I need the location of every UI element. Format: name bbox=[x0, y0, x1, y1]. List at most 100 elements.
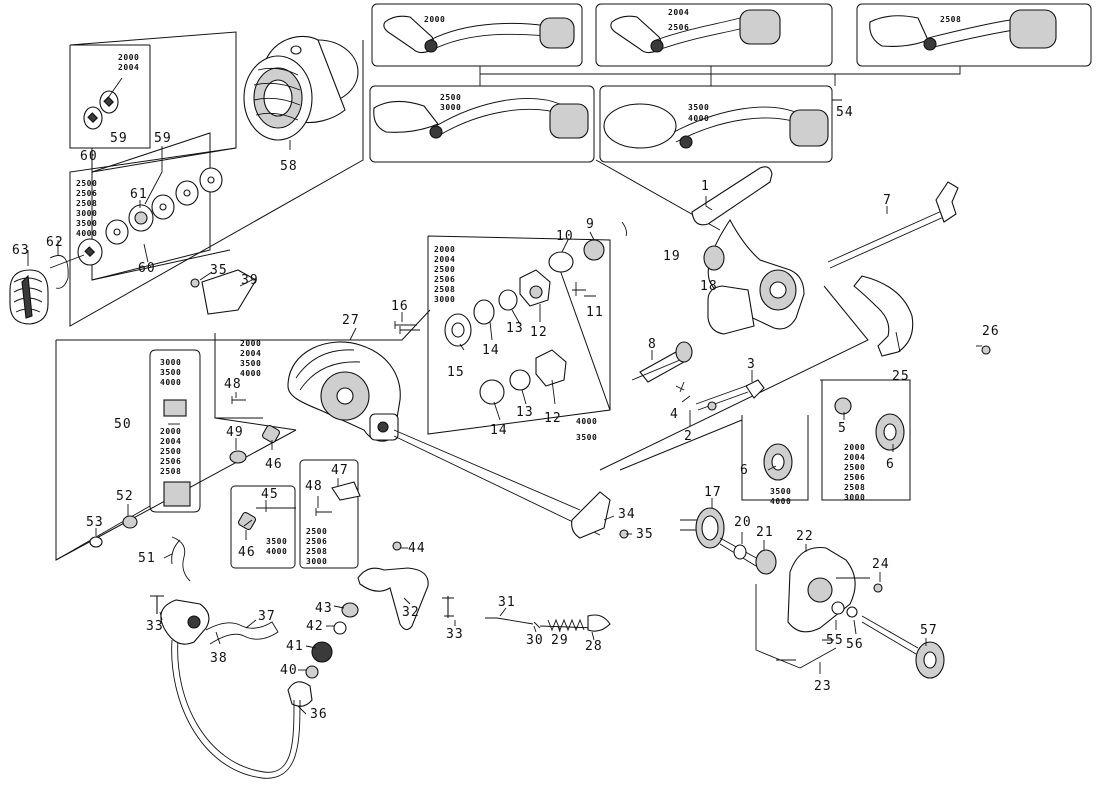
callout-16: 16 bbox=[391, 299, 409, 314]
callout-54: 54 bbox=[836, 105, 854, 120]
rotor-area bbox=[55, 269, 629, 779]
callout-14a: 14 bbox=[482, 343, 500, 358]
handle-2508-drawing bbox=[869, 9, 1057, 51]
note-rotor-upper-5: 3000 bbox=[434, 295, 455, 304]
callout-3: 3 bbox=[747, 357, 756, 372]
callout-47: 47 bbox=[331, 463, 349, 478]
leader-23 bbox=[755, 577, 870, 669]
note-handle-4000: 4000 bbox=[688, 114, 709, 123]
spring-51 bbox=[171, 536, 191, 582]
callout-28: 28 bbox=[585, 639, 603, 654]
callout-48a: 48 bbox=[224, 377, 242, 392]
bearing-9 bbox=[583, 239, 605, 261]
callout-24: 24 bbox=[872, 557, 890, 572]
part-47 bbox=[331, 481, 361, 501]
callout-38: 38 bbox=[210, 651, 228, 666]
callout-33a: 33 bbox=[146, 619, 164, 634]
note-nut45-0: 3500 bbox=[266, 537, 287, 546]
screw-35-top bbox=[190, 278, 200, 288]
callout-4: 4 bbox=[670, 407, 679, 422]
part-2 bbox=[707, 401, 717, 411]
callout-56: 56 bbox=[846, 637, 864, 652]
note-handle-2004: 2004 bbox=[668, 8, 689, 17]
part-37 bbox=[205, 621, 279, 645]
note-rotor-lower-0: 4000 bbox=[576, 417, 597, 426]
note-gear6-lower-5: 3000 bbox=[844, 493, 865, 502]
rotor-nut-set bbox=[399, 235, 611, 435]
callout-55: 55 bbox=[826, 633, 844, 648]
screw-44 bbox=[392, 541, 402, 551]
note-gear6-lower-1: 2004 bbox=[844, 453, 865, 462]
note-washer-large-5: 4000 bbox=[76, 229, 97, 238]
bearing-21 bbox=[755, 549, 777, 575]
callout-30: 30 bbox=[526, 633, 544, 648]
washer-49 bbox=[229, 450, 247, 464]
note-handle-2506: 2506 bbox=[668, 23, 689, 32]
spool-cap-63 bbox=[9, 269, 49, 325]
washer-20 bbox=[733, 544, 747, 560]
callout-35a: 35 bbox=[210, 263, 228, 278]
note-bail48-0: 2000 bbox=[240, 339, 261, 348]
note-bail50-top-2: 4000 bbox=[160, 378, 181, 387]
callout-58: 58 bbox=[280, 159, 298, 174]
callout-50: 50 bbox=[114, 417, 132, 432]
callout-42: 42 bbox=[306, 619, 324, 634]
part-25 bbox=[853, 275, 914, 357]
note-washer-small-1: 2004 bbox=[118, 63, 139, 72]
callout-8: 8 bbox=[648, 337, 657, 352]
callout-52: 52 bbox=[116, 489, 134, 504]
callout-2: 2 bbox=[684, 429, 693, 444]
handle-2004-drawing bbox=[610, 9, 781, 54]
note-gear6-upper-0: 3500 bbox=[770, 487, 791, 496]
callout-43: 43 bbox=[315, 601, 333, 616]
callout-numbers: 1 2 3 4 5 6 6 7 8 9 10 11 12 12 13 13 14… bbox=[12, 105, 999, 722]
callout-36: 36 bbox=[310, 707, 328, 722]
clip-62 bbox=[49, 255, 69, 289]
note-rotor-upper-1: 2004 bbox=[434, 255, 455, 264]
callout-29: 29 bbox=[551, 633, 569, 648]
note-bail50-bottom-4: 2508 bbox=[160, 467, 181, 476]
callout-33b: 33 bbox=[446, 627, 464, 642]
handle-options-group: 2000 2004 2506 2508 2500 3000 3500 4000 bbox=[369, 3, 1092, 163]
spool-area bbox=[9, 31, 364, 327]
note-bail50-bottom-0: 2000 bbox=[160, 427, 181, 436]
callout-37: 37 bbox=[258, 609, 276, 624]
callout-39: 39 bbox=[241, 273, 259, 288]
callout-62: 62 bbox=[46, 235, 64, 250]
washer-52 bbox=[122, 515, 138, 529]
callout-35b: 35 bbox=[636, 527, 654, 542]
bail-50-upper bbox=[163, 399, 187, 417]
callout-46a: 46 bbox=[265, 457, 283, 472]
note-gear6-lower-3: 2506 bbox=[844, 473, 865, 482]
note-handle-2508: 2508 bbox=[940, 15, 961, 24]
callout-40: 40 bbox=[280, 663, 298, 678]
part-47-box bbox=[299, 459, 359, 569]
callout-1: 1 bbox=[701, 179, 710, 194]
callout-51: 51 bbox=[138, 551, 156, 566]
note-handle-3500: 3500 bbox=[688, 103, 709, 112]
spring-29 bbox=[547, 618, 585, 632]
note-part47-2: 2508 bbox=[306, 547, 327, 556]
note-rotor-upper-4: 2508 bbox=[434, 285, 455, 294]
note-bail50-top-0: 3000 bbox=[160, 358, 181, 367]
callout-25: 25 bbox=[892, 369, 910, 384]
bearing-5 bbox=[834, 397, 852, 415]
callout-48b: 48 bbox=[305, 479, 323, 494]
part-40 bbox=[305, 665, 319, 679]
screw-24 bbox=[873, 583, 883, 593]
callout-23: 23 bbox=[814, 679, 832, 694]
part-39 bbox=[201, 269, 257, 315]
bail-50-box bbox=[149, 349, 201, 513]
leader-lines bbox=[27, 77, 982, 715]
callout-59b: 59 bbox=[154, 131, 172, 146]
bail-wire-36 bbox=[171, 639, 301, 779]
screw-33-right bbox=[442, 596, 454, 618]
part-34 bbox=[571, 491, 611, 539]
note-washer-large-2: 2508 bbox=[76, 199, 97, 208]
rotor-27-drawing bbox=[287, 341, 401, 442]
callout-27: 27 bbox=[342, 313, 360, 328]
screw-33-left bbox=[150, 595, 164, 614]
note-gear6-lower-2: 2500 bbox=[844, 463, 865, 472]
callout-12a: 12 bbox=[530, 325, 548, 340]
note-gear6-lower-4: 2508 bbox=[844, 483, 865, 492]
